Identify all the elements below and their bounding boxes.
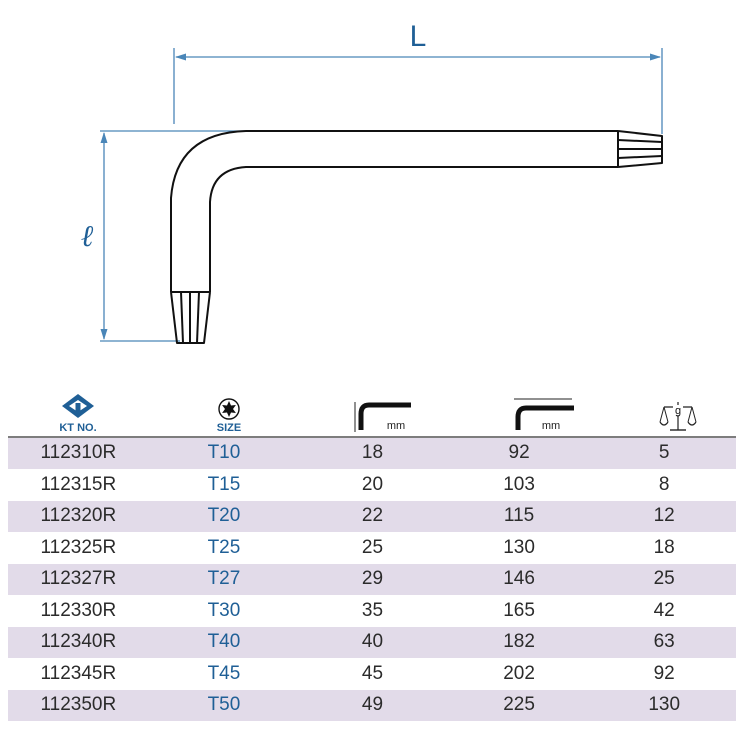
arrow-down xyxy=(100,329,108,340)
kt-no-cell: 112325R xyxy=(40,536,117,558)
long-length-cell: 130 xyxy=(503,536,535,558)
short-arm-unit: mm xyxy=(386,420,406,432)
torx-icon xyxy=(218,398,240,420)
long-arm-label: L xyxy=(410,20,427,53)
kt-logo-icon xyxy=(62,394,94,418)
size-cell: T15 xyxy=(207,473,241,495)
size-cell: T50 xyxy=(207,694,241,716)
weight-cell: 18 xyxy=(653,536,675,558)
long-length-cell: 92 xyxy=(508,442,530,464)
kt-no-cell: 112330R xyxy=(40,599,117,621)
size-cell: T27 xyxy=(207,568,241,590)
weight-cell: 130 xyxy=(648,694,681,716)
header-short-arm: mm xyxy=(338,378,418,434)
long-length-cell: 115 xyxy=(503,505,535,527)
spec-table: 112310R T10 18 92 5 112315R T15 20 103 8 112320R T2… xyxy=(8,438,736,722)
short-length-cell: 18 xyxy=(361,442,384,464)
size-cell: T25 xyxy=(207,536,241,558)
table-row: 112350R T50 49 225 130 xyxy=(8,690,736,722)
short-length-cell: 35 xyxy=(361,599,384,621)
long-arm-unit: mm xyxy=(541,420,561,432)
kt-no-label: KT NO. xyxy=(59,422,97,434)
arrow-up xyxy=(100,132,108,143)
short-length-cell: 29 xyxy=(361,568,384,590)
arrow-left xyxy=(175,53,186,61)
kt-no-cell: 112340R xyxy=(40,631,117,653)
table-row: 112327R T27 29 146 25 xyxy=(8,564,736,596)
size-cell: T45 xyxy=(207,662,241,684)
table-row: 112310R T10 18 92 5 xyxy=(8,438,736,470)
weight-cell: 25 xyxy=(653,568,675,590)
long-dimension-line xyxy=(173,48,663,134)
arrow-right xyxy=(650,53,661,61)
short-length-cell: 49 xyxy=(361,694,384,716)
wrench-drawing: L ℓ xyxy=(81,20,663,344)
header-divider xyxy=(8,436,736,438)
long-arm-icon xyxy=(513,398,574,430)
header-size: SIZE xyxy=(193,378,265,434)
short-length-cell: 20 xyxy=(361,473,384,495)
short-length-cell: 40 xyxy=(361,631,384,653)
short-arm-label: ℓ xyxy=(81,220,94,253)
size-cell: T30 xyxy=(207,599,241,621)
kt-no-cell: 112320R xyxy=(40,505,117,527)
weight-cell: 63 xyxy=(653,631,675,653)
short-dimension-line xyxy=(100,130,245,342)
weight-cell: 92 xyxy=(653,662,675,684)
header-long-arm: mm xyxy=(490,378,580,434)
weight-cell: 8 xyxy=(658,473,670,495)
weight-cell: 42 xyxy=(653,599,675,621)
short-arm-icon xyxy=(354,402,411,432)
key-outline xyxy=(170,130,663,344)
kt-no-cell: 112327R xyxy=(40,568,117,590)
long-length-cell: 182 xyxy=(503,631,535,653)
weight-unit: g xyxy=(675,405,681,417)
table-header: KT NO. SIZE mm mm g xyxy=(8,378,736,434)
weight-cell: 12 xyxy=(653,505,675,527)
long-length-cell: 103 xyxy=(503,473,535,495)
size-label: SIZE xyxy=(216,422,242,434)
scale-icon: g xyxy=(659,402,697,431)
table-row: 112345R T45 45 202 92 xyxy=(8,659,736,690)
table-row: 112330R T30 35 165 42 xyxy=(8,596,736,627)
header-weight: g xyxy=(648,378,708,434)
kt-no-cell: 112350R xyxy=(40,694,117,716)
kt-no-cell: 112310R xyxy=(40,442,117,464)
size-cell: T20 xyxy=(207,505,241,527)
table-row: 112340R T40 40 182 63 xyxy=(8,627,736,659)
table-row: 112325R T25 25 130 18 xyxy=(8,533,736,564)
header-kt-no: KT NO. xyxy=(43,378,113,434)
table-row: 112320R T20 22 115 12 xyxy=(8,501,736,533)
table-row: 112315R T15 20 103 8 xyxy=(8,470,736,501)
short-length-cell: 45 xyxy=(361,662,384,684)
short-length-cell: 22 xyxy=(361,505,384,527)
kt-no-cell: 112315R xyxy=(40,473,117,495)
kt-no-cell: 112345R xyxy=(40,662,117,684)
long-length-cell: 202 xyxy=(503,662,535,684)
size-cell: T10 xyxy=(207,442,241,464)
long-length-cell: 165 xyxy=(503,599,535,621)
short-length-cell: 25 xyxy=(361,536,384,558)
weight-cell: 5 xyxy=(658,442,670,464)
long-length-cell: 225 xyxy=(503,694,535,716)
size-cell: T40 xyxy=(207,631,241,653)
long-length-cell: 146 xyxy=(503,568,535,590)
